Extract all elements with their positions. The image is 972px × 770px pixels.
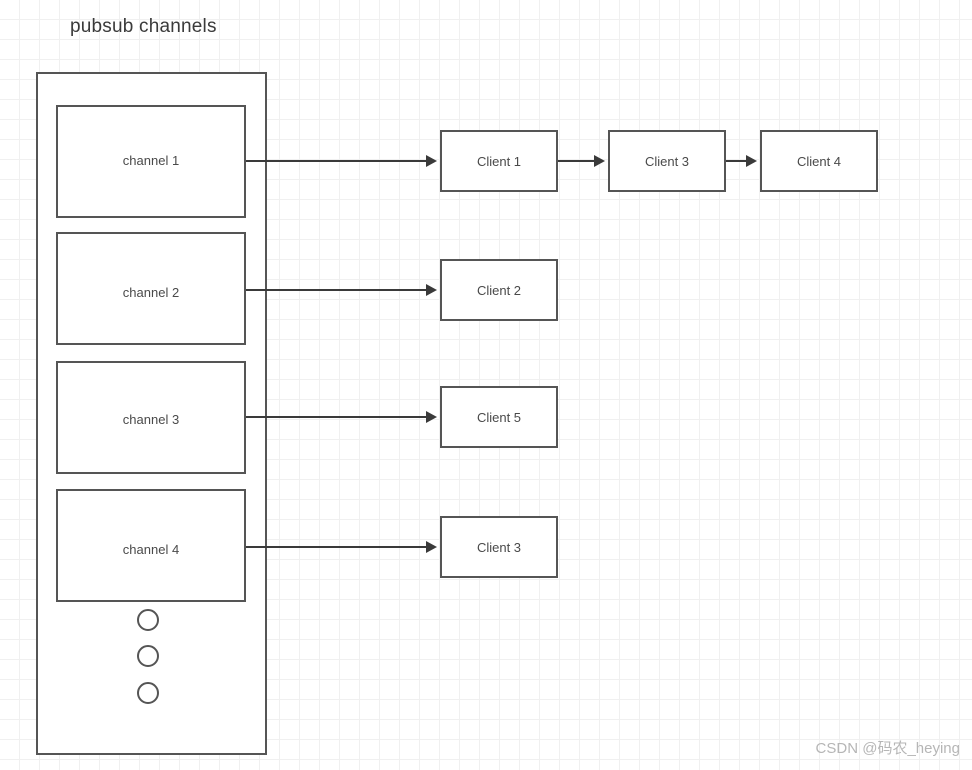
channel-box-1[interactable]: channel 1 (56, 105, 246, 218)
client-box-client-3-top[interactable]: Client 3 (608, 130, 726, 192)
client-label-client-1: Client 1 (476, 153, 522, 169)
channel-label-3: channel 3 (122, 412, 180, 427)
ellipsis-circle-1 (137, 609, 159, 631)
connector-client3-client4 (726, 160, 749, 162)
ellipsis-circle-3 (137, 682, 159, 704)
arrow-head-channel1-client1 (426, 155, 437, 167)
client-box-client-2[interactable]: Client 2 (440, 259, 558, 321)
client-label-client-3-bottom: Client 3 (476, 539, 522, 555)
channel-label-2: channel 2 (122, 285, 180, 300)
connector-channel2-client2 (246, 289, 429, 291)
arrow-head-client1-client3 (594, 155, 605, 167)
client-label-client-3-top: Client 3 (644, 153, 690, 169)
watermark-text: CSDN @码农_heying (815, 740, 960, 757)
connector-channel1-client1 (246, 160, 429, 162)
connector-channel3-client5 (246, 416, 429, 418)
channel-box-2[interactable]: channel 2 (56, 232, 246, 345)
client-label-client-2: Client 2 (476, 282, 522, 298)
channel-box-4[interactable]: channel 4 (56, 489, 246, 602)
channel-box-3[interactable]: channel 3 (56, 361, 246, 474)
arrow-head-channel2-client2 (426, 284, 437, 296)
client-box-client-4[interactable]: Client 4 (760, 130, 878, 192)
connector-channel4-client3 (246, 546, 429, 548)
client-box-client-3-bottom[interactable]: Client 3 (440, 516, 558, 578)
client-box-client-1[interactable]: Client 1 (440, 130, 558, 192)
channel-label-4: channel 4 (122, 542, 180, 557)
channel-label-1: channel 1 (122, 153, 180, 168)
ellipsis-circle-2 (137, 645, 159, 667)
connector-client1-client3 (558, 160, 597, 162)
client-box-client-5[interactable]: Client 5 (440, 386, 558, 448)
client-label-client-4: Client 4 (796, 153, 842, 169)
arrow-head-channel4-client3 (426, 541, 437, 553)
arrow-head-client3-client4 (746, 155, 757, 167)
client-label-client-5: Client 5 (476, 409, 522, 425)
page-title: pubsub channels (70, 16, 217, 37)
arrow-head-channel3-client5 (426, 411, 437, 423)
